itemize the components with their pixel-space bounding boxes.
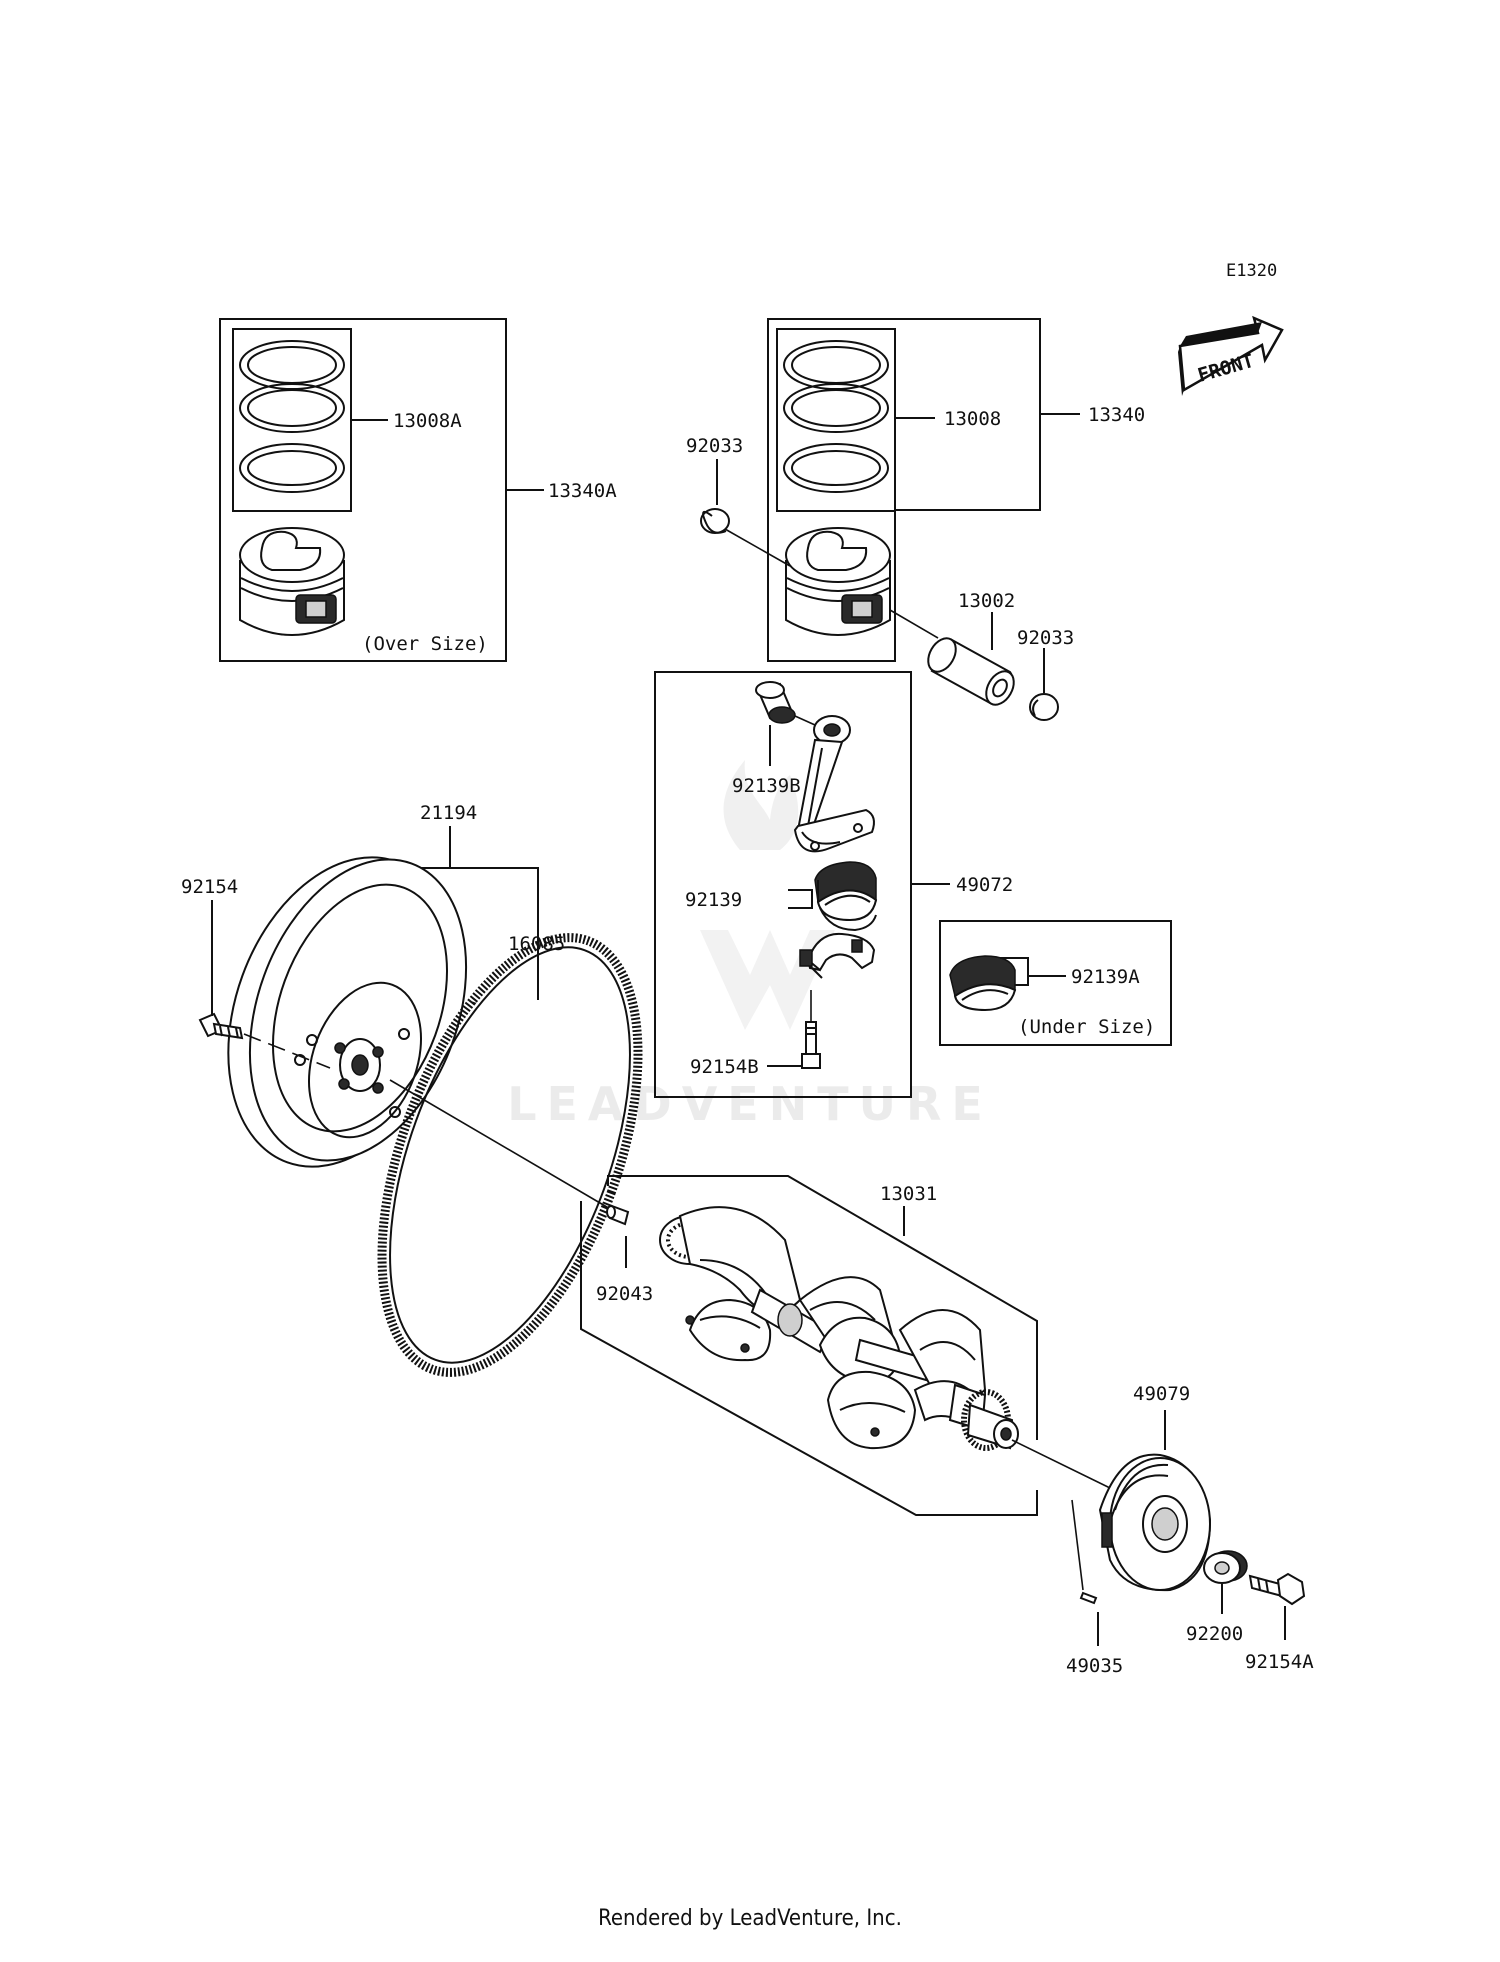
conrod-cap [799, 932, 876, 979]
ring-gear: 16085 [377, 933, 643, 1377]
standard-piston-kit: 13008 13340 [767, 318, 1145, 662]
pulley-bolt: 92154A [1245, 1572, 1314, 1673]
label-92154: 92154 [181, 876, 238, 898]
label-49035: 49035 [1066, 1655, 1123, 1677]
oversize-piston-kit: 13008A 13340A (Over Size) [219, 318, 617, 662]
label-13008A: 13008A [393, 410, 462, 432]
front-arrow-icon: FRONT [1178, 315, 1284, 396]
small-end-bushing: 92139B [732, 681, 801, 797]
label-92139B: 92139B [732, 775, 801, 797]
label-92033-left: 92033 [686, 435, 743, 457]
connecting-rod-assembly: 92139B 92139 49072 [654, 671, 1013, 1098]
dowel-pin: 92043 [389, 1079, 653, 1305]
label-92139: 92139 [685, 889, 742, 911]
conrod-bolt: 92154B [690, 990, 821, 1078]
flywheel-assembly: 21194 92154 [181, 802, 539, 1168]
flywheel-bolt: 92154 [181, 876, 331, 1069]
circlip-left: 92033 [686, 435, 791, 567]
oversize-piston-rings [239, 340, 345, 493]
note-over-size: (Over Size) [362, 633, 488, 655]
footer-credit: Rendered by LeadVenture, Inc. [598, 1906, 902, 1931]
crankshaft-pulley-assembly: 49079 49035 92200 92154A [1011, 1383, 1314, 1677]
oversize-piston [239, 527, 345, 636]
label-16085: 16085 [508, 933, 565, 955]
piston-pin: 13002 [889, 590, 1015, 706]
crankshaft-assembly: 13031 [580, 1175, 1038, 1516]
watermark-text: LEADVENTURE [507, 1077, 993, 1131]
label-49079: 49079 [1133, 1383, 1190, 1405]
crankshaft [659, 1206, 1019, 1451]
label-92154A: 92154A [1245, 1651, 1314, 1673]
circlip-right: 92033 [1017, 627, 1074, 721]
label-92043: 92043 [596, 1283, 653, 1305]
diagram-code: E1320 [1226, 261, 1277, 281]
label-92139A: 92139A [1071, 966, 1140, 988]
washer: 92200 [1186, 1550, 1248, 1645]
undersize-bearing-kit: 92139A (Under Size) [939, 920, 1172, 1046]
label-13008: 13008 [944, 408, 1001, 430]
label-92200: 92200 [1186, 1623, 1243, 1645]
standard-piston [785, 527, 891, 636]
flywheel [227, 856, 468, 1168]
label-92033-right: 92033 [1017, 627, 1074, 649]
key: 49035 [1066, 1499, 1123, 1677]
label-49072: 49072 [956, 874, 1013, 896]
standard-piston-rings [783, 340, 889, 493]
label-13002: 13002 [958, 590, 1015, 612]
conrod-bearing-upper [814, 861, 878, 922]
note-under-size: (Under Size) [1018, 1016, 1155, 1038]
leadventure-watermark-logo: LEADVENTURE [507, 760, 993, 1131]
label-21194: 21194 [420, 802, 477, 824]
crankshaft-pulley: 49079 [1098, 1383, 1212, 1592]
label-13340: 13340 [1088, 404, 1145, 426]
conrod-bearing-lower [819, 907, 877, 932]
label-13031: 13031 [880, 1183, 937, 1205]
label-92154B: 92154B [690, 1056, 759, 1078]
label-13340A: 13340A [548, 480, 617, 502]
connecting-rod [793, 715, 875, 853]
